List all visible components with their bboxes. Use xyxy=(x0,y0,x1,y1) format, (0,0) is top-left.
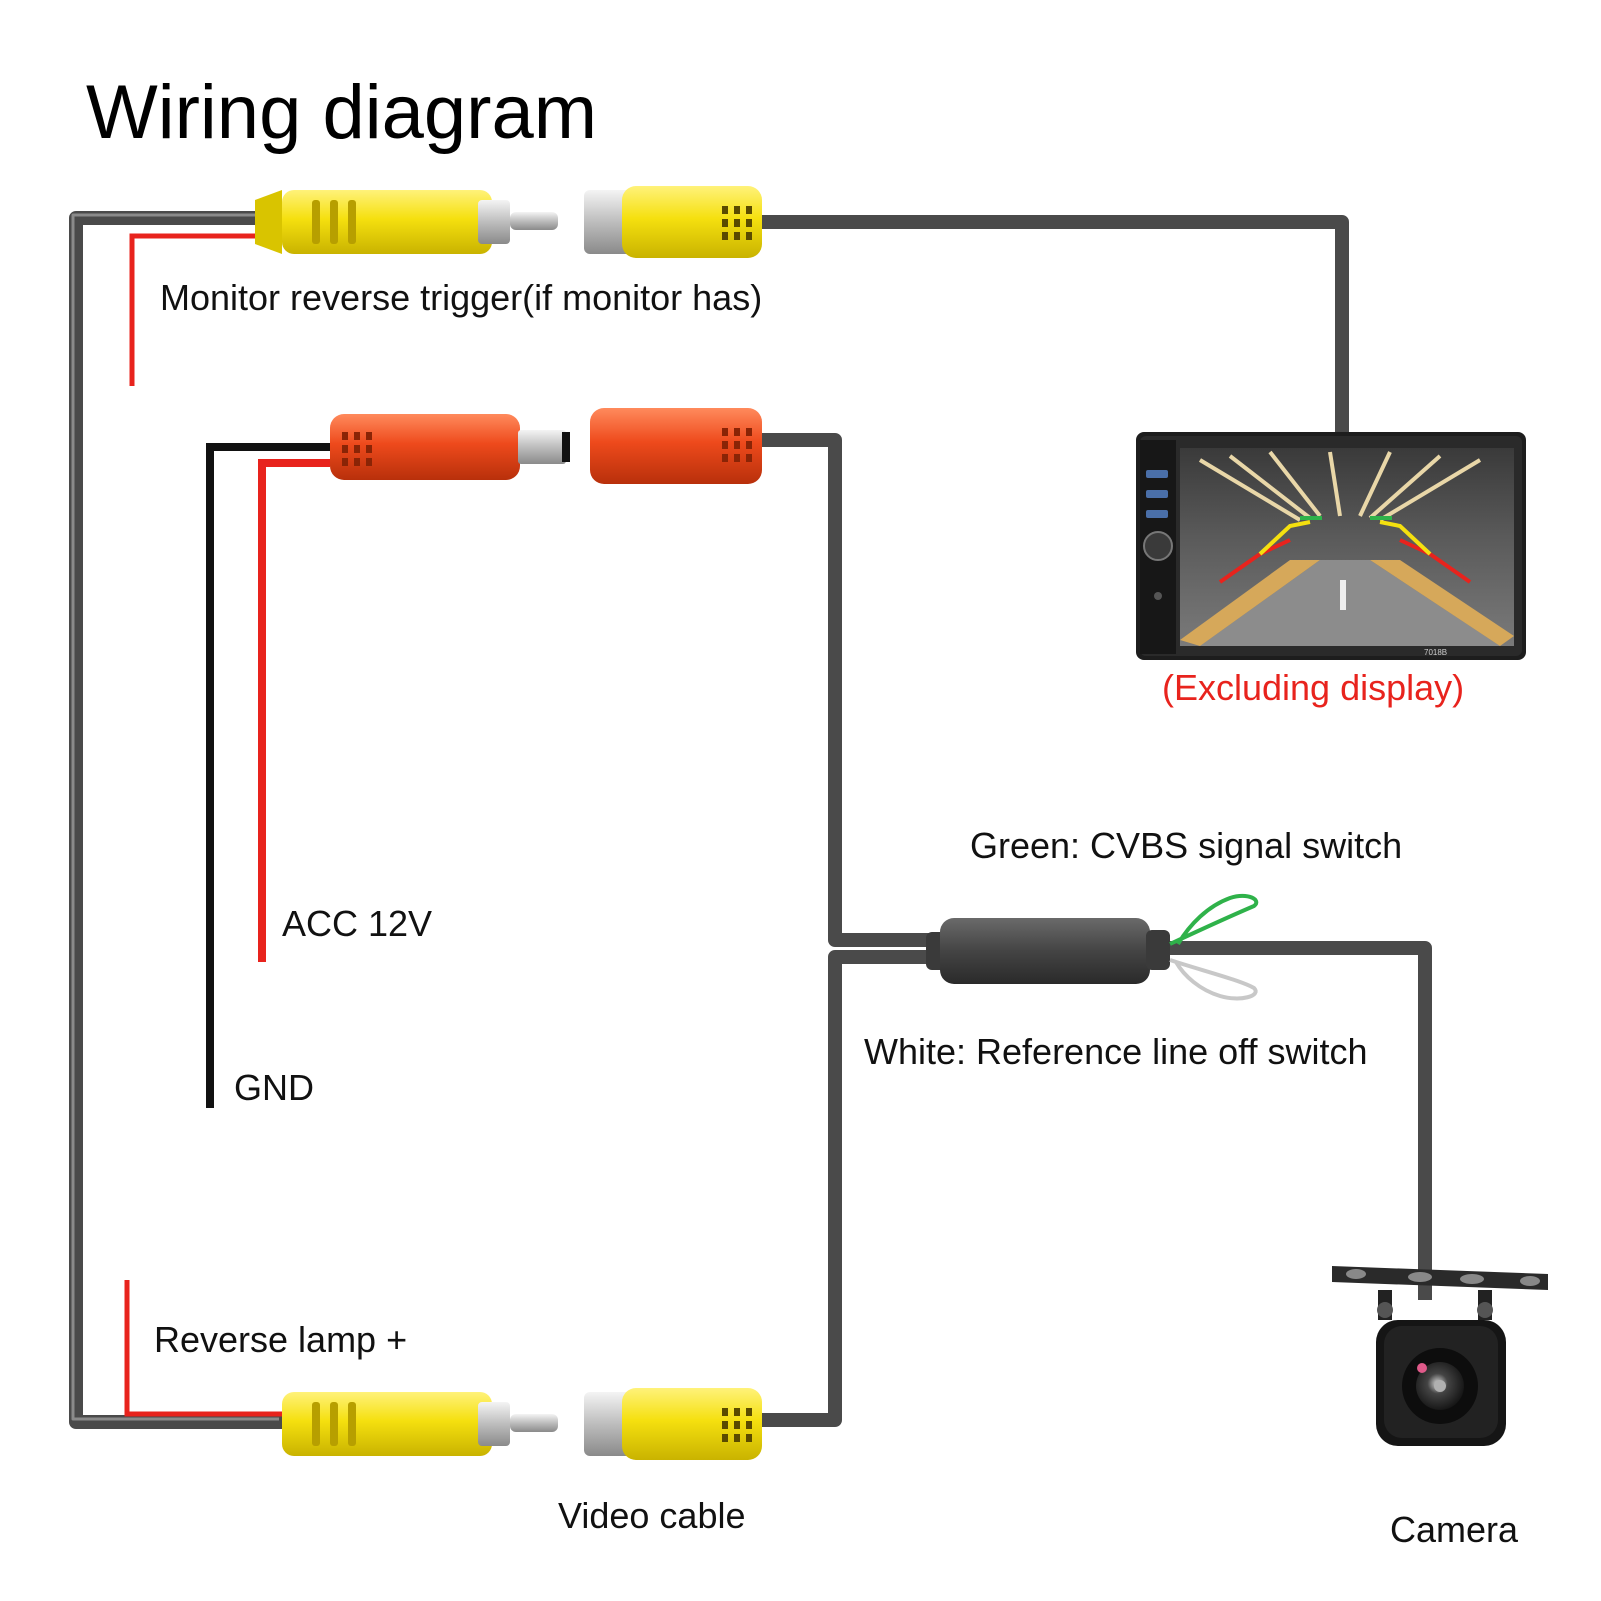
splitter-module xyxy=(926,918,1170,984)
screen-model-label: 7018B xyxy=(1424,648,1447,657)
reverse-lamp-wire xyxy=(124,1280,282,1417)
green-loop-wire xyxy=(1169,893,1259,946)
dc-jack-icon xyxy=(590,408,762,484)
rca-plug-icon xyxy=(255,190,558,254)
monitor-trigger-label: Monitor reverse trigger(if monitor has) xyxy=(160,277,762,318)
acc-wire xyxy=(258,459,330,962)
rca-jack-icon xyxy=(584,186,762,258)
main-cable xyxy=(69,211,282,1429)
rca-jack-icon xyxy=(584,1388,762,1460)
gnd-label: GND xyxy=(234,1067,314,1108)
video-cable-label: Video cable xyxy=(558,1495,746,1536)
acc-label: ACC 12V xyxy=(282,903,432,944)
reverse-lamp-label: Reverse lamp + xyxy=(154,1319,407,1360)
dc-plug-icon xyxy=(330,414,570,480)
trigger-wire xyxy=(129,233,282,386)
car-monitor-icon xyxy=(1136,432,1526,660)
white-loop-wire xyxy=(1169,958,1258,1001)
camera-cable xyxy=(1155,941,1432,1300)
video-cable-line xyxy=(762,950,930,1427)
green-switch-label: Green: CVBS signal switch xyxy=(970,825,1402,866)
backup-camera-icon xyxy=(1332,1266,1548,1446)
display-cable xyxy=(762,215,1349,432)
white-switch-label: White: Reference line off switch xyxy=(864,1031,1368,1072)
camera-label: Camera xyxy=(1390,1509,1519,1550)
power-cable xyxy=(762,433,930,947)
rca-plug-icon xyxy=(282,1392,558,1456)
gnd-wire xyxy=(206,443,330,1108)
page-title: Wiring diagram xyxy=(86,70,597,155)
excluding-display-label: (Excluding display) xyxy=(1162,667,1464,708)
